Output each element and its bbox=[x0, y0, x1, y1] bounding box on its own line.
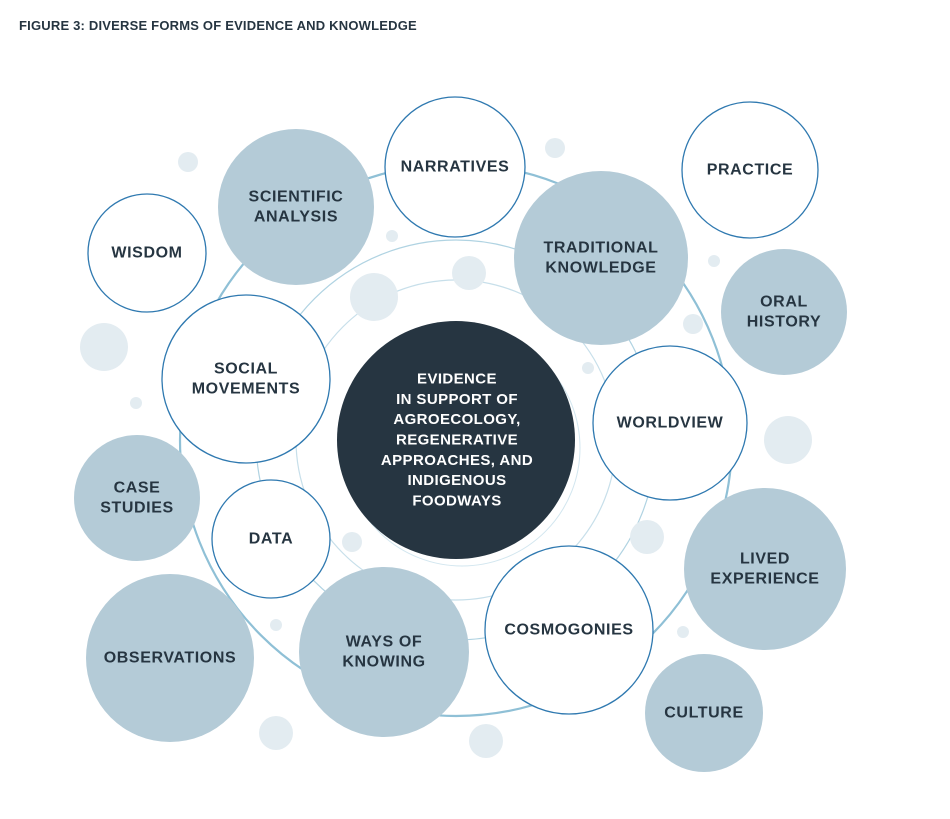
node-label: KNOWLEDGE bbox=[545, 260, 656, 277]
node-label: NARRATIVES bbox=[401, 159, 510, 176]
decorative-dot bbox=[178, 152, 198, 172]
node-label: ORAL bbox=[760, 294, 808, 311]
node-circle bbox=[592, 345, 748, 501]
node-worldview: WORLDVIEW bbox=[592, 345, 748, 501]
node-observations: OBSERVATIONS bbox=[86, 574, 254, 742]
center-label: APPROACHES, AND bbox=[381, 452, 533, 469]
node-circle bbox=[161, 294, 331, 464]
decorative-dot bbox=[630, 520, 664, 554]
node-label: SOCIAL bbox=[214, 361, 278, 378]
node-label: HISTORY bbox=[747, 314, 821, 331]
decorative-dot bbox=[545, 138, 565, 158]
decorative-dot bbox=[342, 532, 362, 552]
figure-title: FIGURE 3: DIVERSE FORMS OF EVIDENCE AND … bbox=[19, 18, 417, 33]
node-wisdom: WISDOM bbox=[87, 193, 207, 313]
node-circle bbox=[681, 101, 819, 239]
decorative-dots bbox=[80, 138, 812, 758]
decorative-dot bbox=[469, 724, 503, 758]
node-circle bbox=[514, 171, 688, 345]
decorative-dot bbox=[677, 626, 689, 638]
node-circle bbox=[645, 654, 763, 772]
node-label: WORLDVIEW bbox=[617, 415, 724, 432]
node-practice: PRACTICE bbox=[681, 101, 819, 239]
node-data: DATA bbox=[211, 479, 331, 599]
decorative-dot bbox=[350, 273, 398, 321]
decorative-dot bbox=[386, 230, 398, 242]
decorative-dot bbox=[452, 256, 486, 290]
node-circle bbox=[384, 96, 526, 238]
node-scientific-analysis: SCIENTIFIC ANALYSIS bbox=[218, 129, 374, 285]
node-label: STUDIES bbox=[100, 500, 174, 517]
node-label: MOVEMENTS bbox=[192, 381, 301, 398]
decorative-dot bbox=[259, 716, 293, 750]
node-label: SCIENTIFIC bbox=[249, 189, 344, 206]
decorative-dot bbox=[582, 362, 594, 374]
center-node: EVIDENCE IN SUPPORT OF AGROECOLOGY, REGENER… bbox=[337, 321, 575, 559]
center-label: IN SUPPORT OF bbox=[396, 391, 518, 408]
node-label: EXPERIENCE bbox=[710, 571, 819, 588]
node-label: OBSERVATIONS bbox=[104, 650, 237, 667]
node-circle bbox=[87, 193, 207, 313]
node-case-studies: CASE STUDIES bbox=[74, 435, 200, 561]
center-label: AGROECOLOGY, bbox=[393, 411, 520, 428]
node-oral-history: ORAL HISTORY bbox=[721, 249, 847, 375]
center-label: INDIGENOUS bbox=[407, 472, 506, 489]
node-label: COSMOGONIES bbox=[504, 622, 633, 639]
node-circle bbox=[211, 479, 331, 599]
node-label: CASE bbox=[114, 480, 161, 497]
node-social-movements: SOCIAL MOVEMENTS bbox=[161, 294, 331, 464]
center-label: REGENERATIVE bbox=[396, 432, 518, 449]
decorative-dot bbox=[683, 314, 703, 334]
node-circle bbox=[218, 129, 374, 285]
node-lived-experience: LIVED EXPERIENCE bbox=[684, 488, 846, 650]
node-traditional-knowledge: TRADITIONAL KNOWLEDGE bbox=[514, 171, 688, 345]
node-label: CULTURE bbox=[664, 705, 743, 722]
node-circle bbox=[299, 567, 469, 737]
node-circle bbox=[684, 488, 846, 650]
decorative-dot bbox=[270, 619, 282, 631]
node-circle bbox=[484, 545, 654, 715]
node-ways-of-knowing: WAYS OF KNOWING bbox=[299, 567, 469, 737]
node-label: ANALYSIS bbox=[254, 209, 338, 226]
node-culture: CULTURE bbox=[645, 654, 763, 772]
node-label: WAYS OF bbox=[346, 634, 423, 651]
node-label: KNOWING bbox=[342, 654, 425, 671]
decorative-dot bbox=[130, 397, 142, 409]
knowledge-nodes: NARRATIVES PRACTICE SCIENTIFIC ANALYSIS TRAD… bbox=[74, 96, 847, 772]
center-label: FOODWAYS bbox=[412, 492, 501, 509]
decorative-dot bbox=[80, 323, 128, 371]
node-circle bbox=[74, 435, 200, 561]
node-narratives: NARRATIVES bbox=[384, 96, 526, 238]
node-label: LIVED bbox=[740, 551, 790, 568]
node-label: DATA bbox=[249, 531, 293, 548]
node-label: PRACTICE bbox=[707, 162, 794, 179]
node-label: TRADITIONAL bbox=[543, 240, 658, 257]
center-circle bbox=[337, 321, 575, 559]
decorative-dot bbox=[764, 416, 812, 464]
decorative-dot bbox=[708, 255, 720, 267]
node-label: WISDOM bbox=[111, 245, 182, 262]
node-circle bbox=[86, 574, 254, 742]
center-label: EVIDENCE bbox=[417, 371, 497, 388]
node-circle bbox=[721, 249, 847, 375]
node-cosmogonies: COSMOGONIES bbox=[484, 545, 654, 715]
